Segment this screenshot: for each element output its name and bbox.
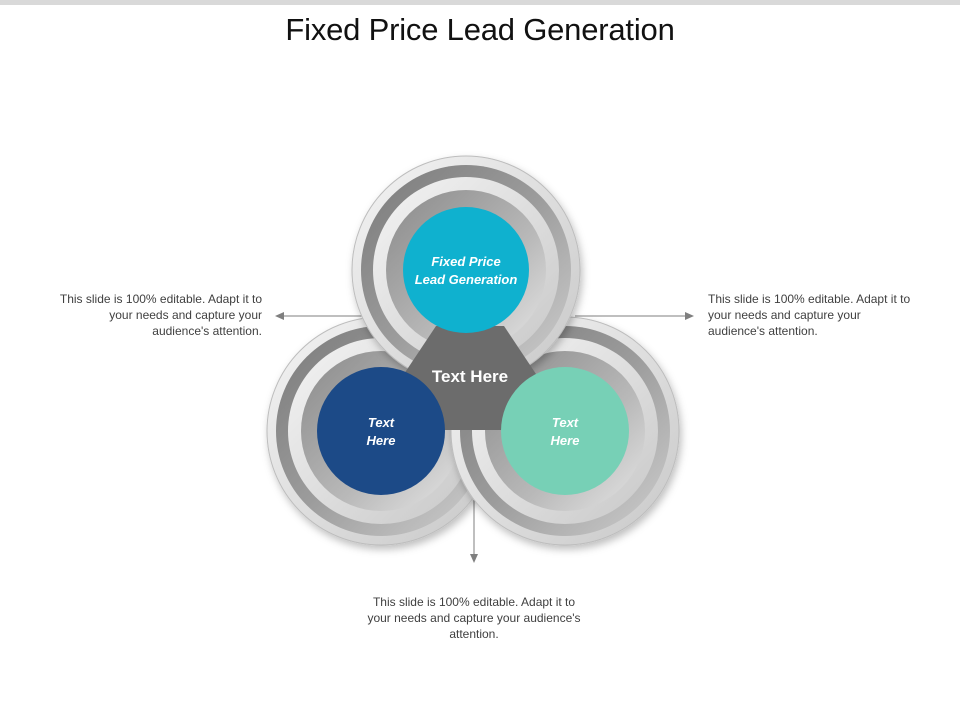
- right-circle-label-line2: Here: [551, 433, 580, 448]
- top-bar: [0, 0, 960, 5]
- right-circle-label-line1: Text: [552, 415, 579, 430]
- top-circle-label-line2: Lead Generation: [415, 272, 518, 287]
- right-arrow: [575, 312, 694, 320]
- left-circle: [317, 367, 445, 495]
- slide-title: Fixed Price Lead Generation: [285, 12, 675, 47]
- right-circle: [501, 367, 629, 495]
- callout-bottom: This slide is 100% editable. Adapt it to…: [367, 595, 581, 641]
- left-arrow: [275, 312, 362, 320]
- callout-right: This slide is 100% editable. Adapt it to…: [708, 292, 911, 338]
- bottom-arrow: [470, 500, 478, 563]
- left-circle-label-line1: Text: [368, 415, 395, 430]
- center-label: Text Here: [432, 367, 508, 386]
- left-circle-label-line2: Here: [367, 433, 396, 448]
- top-circle: [403, 207, 529, 333]
- callout-left: This slide is 100% editable. Adapt it to…: [59, 292, 262, 338]
- top-circle-label-line1: Fixed Price: [431, 254, 500, 269]
